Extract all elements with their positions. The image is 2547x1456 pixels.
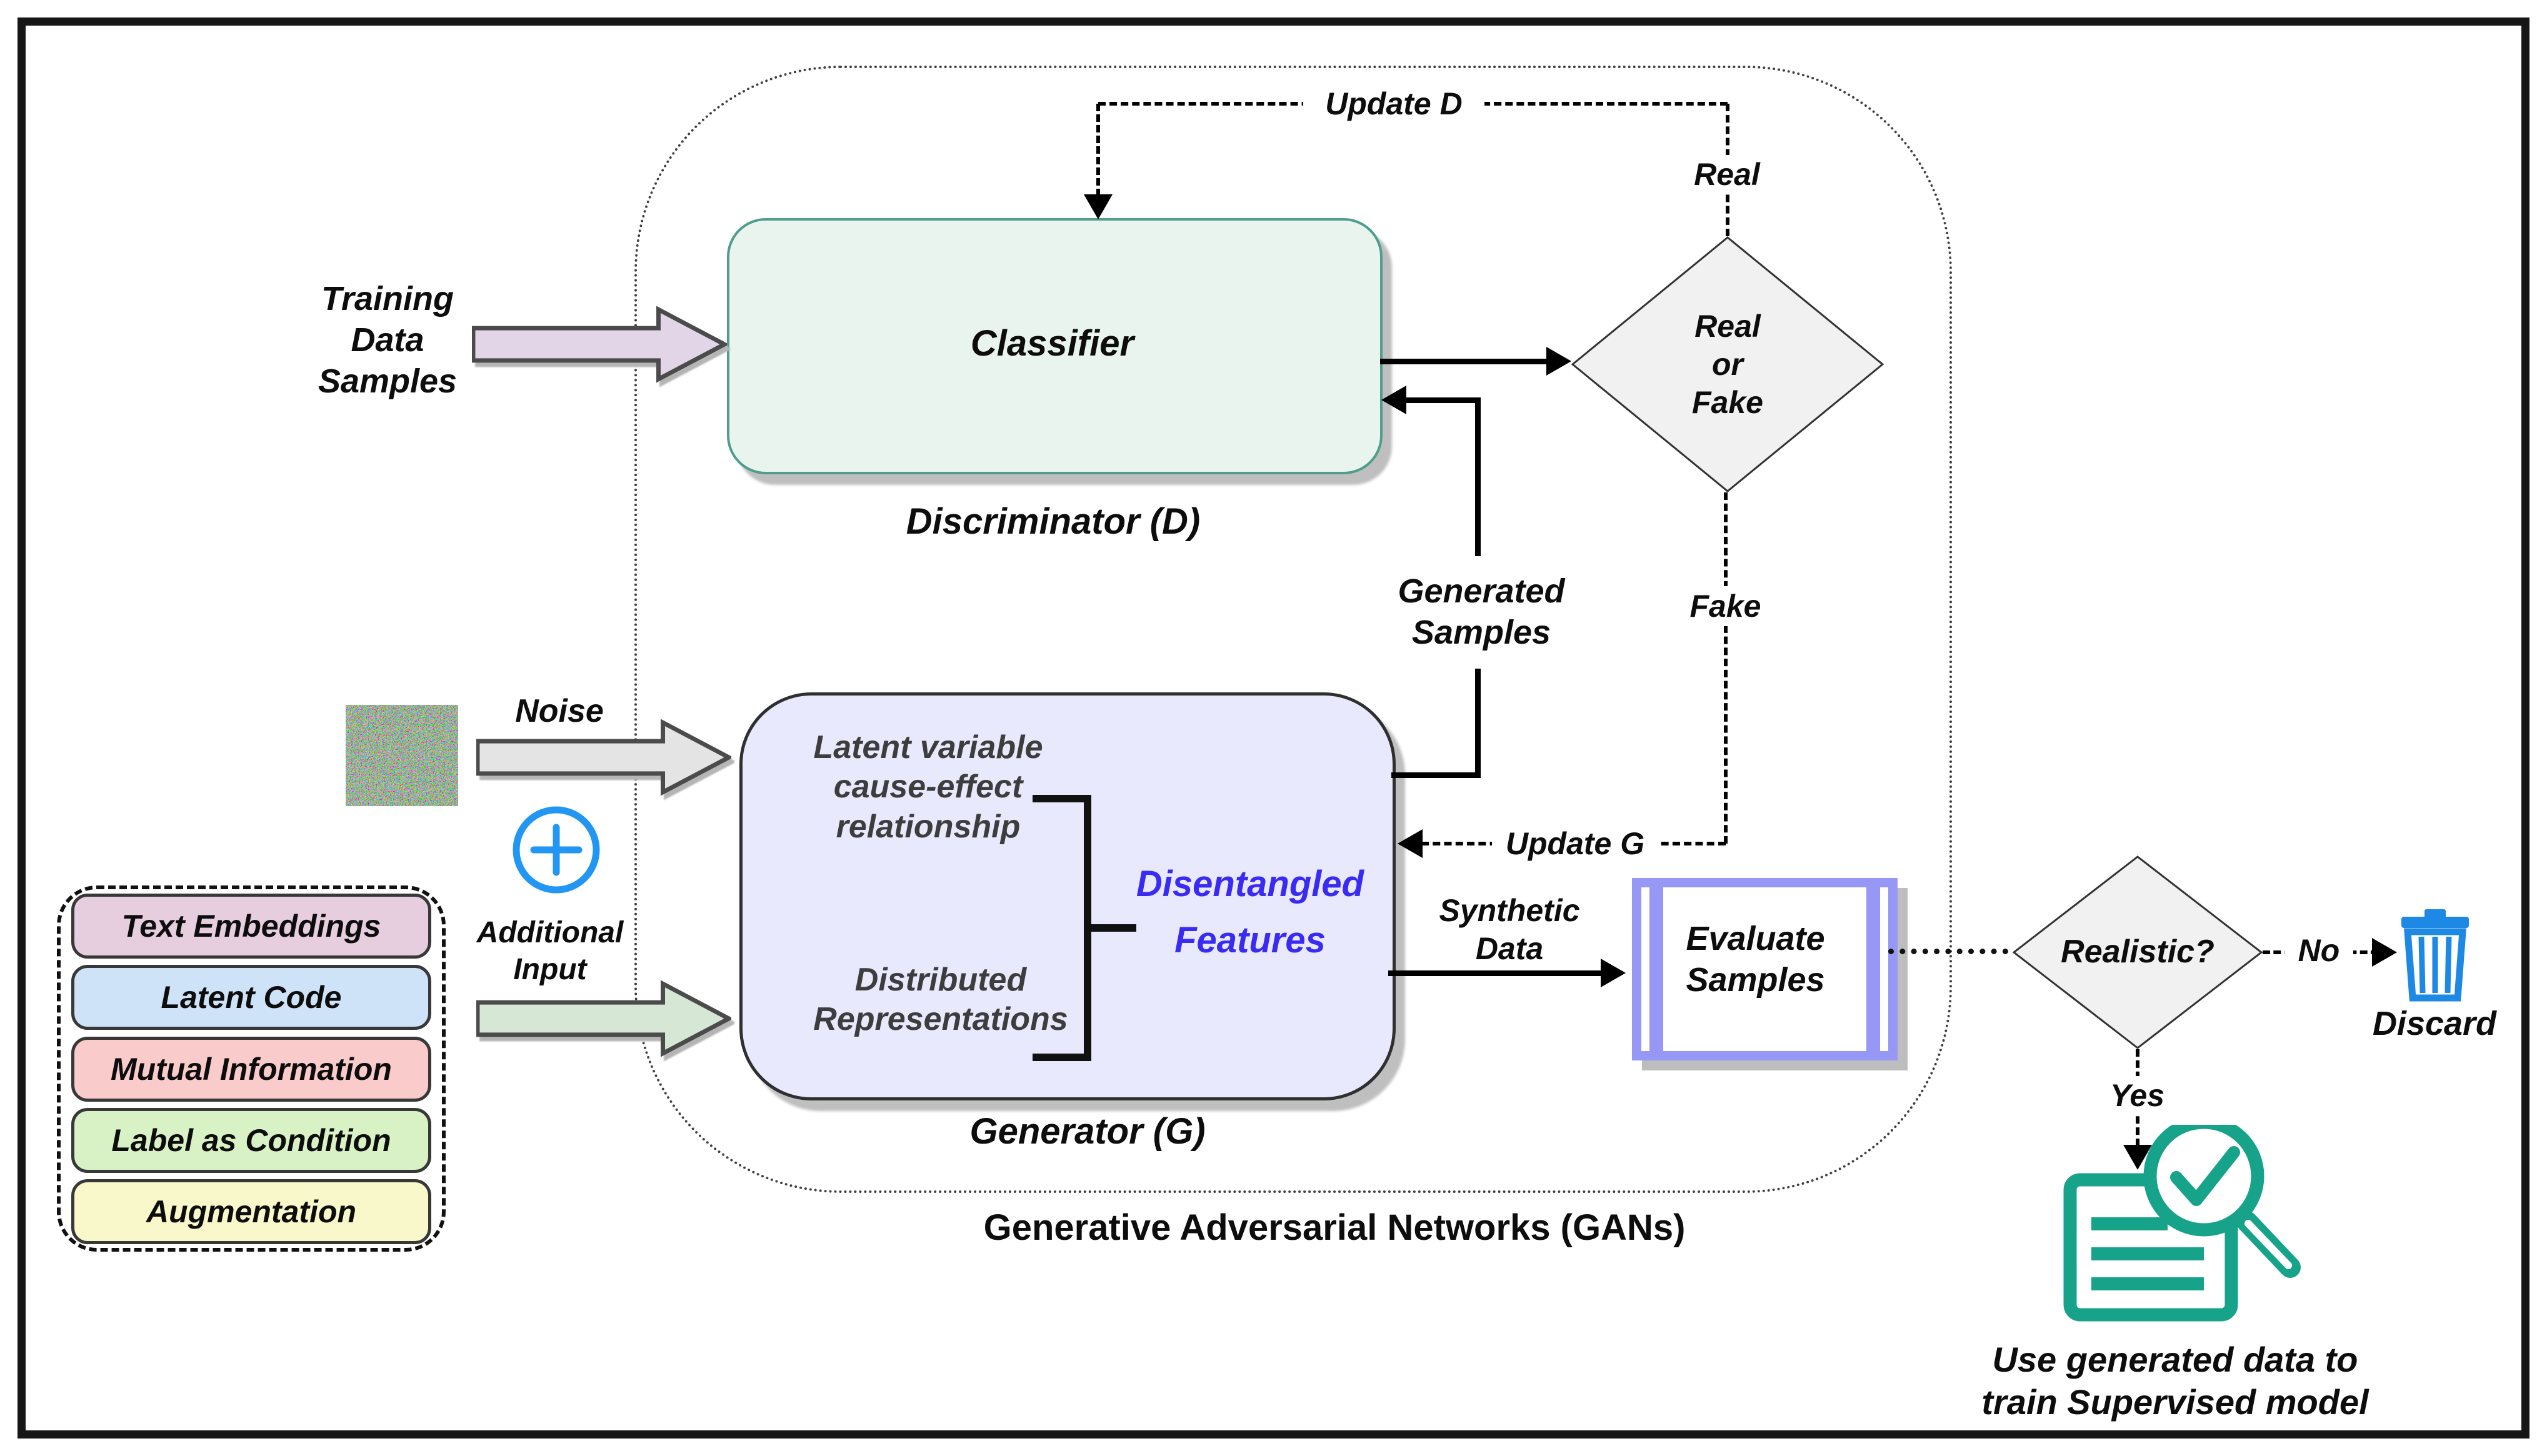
input-option-latent-code: Latent Code bbox=[71, 965, 431, 1030]
discriminator-caption: Discriminator (D) bbox=[906, 501, 1201, 542]
generator-caption: Generator (G) bbox=[969, 1110, 1206, 1152]
real-or-fake-diamond bbox=[1571, 236, 1884, 492]
no-arrowhead bbox=[2372, 938, 2397, 967]
bracket-bottom-stub bbox=[1033, 1054, 1091, 1061]
update-d-label: Update D bbox=[1303, 82, 1484, 125]
input-option-label-as-condition: Label as Condition bbox=[71, 1108, 431, 1173]
classifier-to-diamond-arrowhead bbox=[1546, 347, 1571, 376]
realistic-label: Realistic? bbox=[2061, 934, 2214, 970]
input-option-mutual-information: Mutual Information bbox=[71, 1037, 431, 1102]
additional-inputs-panel bbox=[57, 885, 446, 1252]
bracket-vertical bbox=[1084, 795, 1091, 1061]
distributed-representations-text: Distributed Representations bbox=[813, 961, 1068, 1037]
generated-samples-arrowhead bbox=[1381, 386, 1406, 414]
bracket-top-stub bbox=[1033, 795, 1091, 802]
noise-image bbox=[346, 705, 458, 806]
training-data-label: Training Data Samples bbox=[318, 280, 458, 400]
noise-label: Noise bbox=[515, 693, 604, 730]
evaluate-left-bar bbox=[1649, 887, 1663, 1051]
gan-caption: Generative Adversarial Networks (GANs) bbox=[983, 1207, 1686, 1248]
training-data-arrow bbox=[472, 306, 727, 383]
yes-label: Yes bbox=[2095, 1076, 2179, 1115]
use-generated-data-label: Use generated data to train Supervised m… bbox=[1981, 1339, 2369, 1422]
classifier-to-diamond-line bbox=[1380, 359, 1548, 364]
additional-input-label: Additional Input bbox=[476, 916, 624, 986]
evaluate-samples-box bbox=[1632, 878, 1898, 1060]
fake-line bbox=[1724, 492, 1728, 844]
update-d-arrowhead bbox=[1084, 194, 1113, 219]
no-label: No bbox=[2284, 931, 2353, 970]
update-g-arrowhead bbox=[1398, 829, 1423, 858]
disentangled-features-text: Disentangled Features bbox=[1136, 864, 1364, 960]
evaluate-to-realistic-line bbox=[1888, 949, 2008, 954]
gan-container bbox=[634, 66, 1952, 1193]
latent-variable-text: Latent variable cause-effect relationshi… bbox=[813, 729, 1043, 845]
verified-document-icon bbox=[2063, 1125, 2301, 1322]
input-option-text-embeddings: Text Embeddings bbox=[71, 894, 431, 959]
update-d-drop-line bbox=[1096, 104, 1100, 196]
update-g-label: Update G bbox=[1492, 823, 1658, 864]
additional-input-arrow bbox=[476, 980, 731, 1057]
generator-box bbox=[739, 692, 1396, 1100]
discard-label: Discard bbox=[2372, 1005, 2497, 1043]
evaluate-right-bar bbox=[1866, 887, 1880, 1051]
synthetic-data-arrowhead bbox=[1601, 959, 1626, 987]
trash-icon bbox=[2401, 909, 2469, 1002]
synthetic-data-label: Synthetic Data bbox=[1439, 892, 1580, 966]
real-or-fake-label: Real or Fake bbox=[1692, 308, 1763, 420]
fake-label: Fake bbox=[1677, 586, 1774, 626]
synthetic-data-line bbox=[1388, 970, 1602, 976]
noise-arrow bbox=[476, 719, 731, 796]
generated-samples-line-top bbox=[1405, 397, 1481, 403]
generated-samples-line-bottom bbox=[1391, 772, 1481, 778]
plus-icon bbox=[513, 806, 600, 894]
classifier-label: Classifier bbox=[970, 322, 1134, 364]
diagram-frame bbox=[18, 17, 2529, 1439]
bracket-middle-stub bbox=[1091, 924, 1136, 932]
generated-samples-label: Generated Samples bbox=[1391, 556, 1572, 669]
real-label: Real bbox=[1680, 155, 1774, 194]
input-option-augmentation: Augmentation bbox=[71, 1179, 431, 1244]
realistic-diamond bbox=[2013, 855, 2263, 1049]
classifier-box bbox=[727, 218, 1383, 474]
evaluate-samples-label: Evaluate Samples bbox=[1686, 920, 1825, 999]
